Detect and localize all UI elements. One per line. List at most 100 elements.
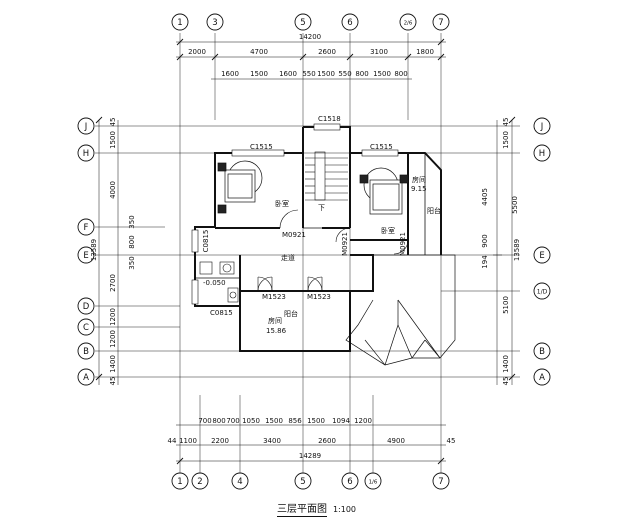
dim-text: 1500	[307, 417, 325, 425]
dim-text: 1500	[502, 131, 510, 149]
room-area-lower: 15.86	[266, 327, 287, 335]
grid-bubble: B	[533, 342, 551, 360]
dim-text: 1094	[332, 417, 350, 425]
room-area-upper: 9.15	[411, 185, 427, 193]
dim-text: 800	[394, 70, 407, 78]
window-tag-c1515-right: C1515	[370, 143, 393, 151]
grid-label: 1/D	[537, 289, 548, 296]
dim-text: 800	[355, 70, 368, 78]
staircase	[305, 151, 348, 201]
dim-text: 2600	[318, 48, 336, 56]
dim-text: 350	[128, 215, 136, 228]
dimension-lines	[98, 41, 513, 462]
grid-bubbles-right: J H E 1/D B A	[533, 117, 551, 386]
grid-bubble: 6	[341, 13, 359, 31]
dim-text: 1050	[242, 417, 260, 425]
dim-text: 2000	[188, 48, 206, 56]
grid-label: H	[83, 149, 89, 159]
dim-text: 1400	[502, 355, 510, 373]
window-tag-c0815-upper: C0815	[202, 230, 210, 253]
dim-text: 700	[226, 417, 239, 425]
grid-label: D	[83, 302, 90, 312]
grid-bubble: 7	[432, 472, 450, 490]
grid-label: F	[84, 223, 89, 233]
room-name-lower: 房间	[268, 316, 282, 325]
drawing-scale: 1:100	[332, 505, 357, 514]
dim-text: 1800	[416, 48, 434, 56]
dim-text: 1100	[179, 437, 197, 445]
dim-text: 800	[212, 417, 225, 425]
dim-text: 4900	[387, 437, 405, 445]
windows	[191, 123, 399, 305]
dim-top-total: 14200	[299, 33, 321, 41]
bed-furniture	[217, 160, 409, 215]
dim-text: 2700	[109, 274, 117, 292]
grid-label: 2	[197, 477, 202, 487]
dim-text: 45	[447, 437, 456, 445]
grid-bubble: 2/6	[399, 13, 417, 31]
dim-text: 45	[109, 377, 117, 386]
grid-bubble: F	[77, 218, 95, 236]
grid-label: C	[83, 323, 89, 333]
dim-text: 1200	[109, 308, 117, 326]
dim-text: 45	[502, 118, 510, 127]
dim-text: 4405	[481, 188, 489, 206]
dim-text: 550	[302, 70, 315, 78]
window-tag-c1518: C1518	[318, 115, 341, 123]
dim-text: 2200	[211, 437, 229, 445]
dim-text: 2600	[318, 437, 336, 445]
dim-text: 1400	[109, 355, 117, 373]
grid-label: 4	[237, 477, 242, 487]
grid-bubbles-bottom: 1 2 4 5 6 1/6 7	[171, 472, 450, 490]
dim-text: 44	[168, 437, 177, 445]
dim-text: 45	[109, 118, 117, 127]
grid-bubble: J	[533, 117, 551, 135]
dim-text: 4000	[109, 181, 117, 199]
dim-text: 856	[288, 417, 302, 425]
door-tag-m1523-left: M1523	[262, 293, 286, 301]
drawing-caption: 三层平面图 1:100	[0, 500, 633, 517]
grid-label: 1	[177, 477, 182, 487]
grid-bubbles-left: J H F E D C B A	[77, 117, 95, 386]
dim-text: 1200	[354, 417, 372, 425]
grid-label: 7	[438, 18, 443, 28]
room-label-bedroom-left: 卧室	[275, 199, 289, 208]
roof-outline	[345, 254, 456, 366]
grid-label: 6	[347, 477, 352, 487]
axis-lines	[95, 33, 520, 480]
room-label-corridor: 走道	[281, 253, 295, 262]
dimension-ticks	[95, 38, 516, 465]
dim-text: 1600	[221, 70, 239, 78]
thin-walls	[195, 153, 426, 351]
dim-text: 5500	[511, 196, 519, 214]
door-tag-m1523-right: M1523	[307, 293, 331, 301]
dim-text: 1200	[109, 330, 117, 348]
grid-label: E	[539, 251, 544, 261]
room-label-bedroom-right: 卧室	[381, 226, 395, 235]
dim-text: 1500	[373, 70, 391, 78]
grid-bubble: 1/6	[364, 472, 382, 490]
grid-label: A	[83, 373, 89, 383]
door-tag-m0921: M0921	[341, 232, 349, 256]
dim-right-total: 13589	[513, 239, 521, 261]
dim-text: 5100	[502, 296, 510, 314]
grid-bubble: 1	[171, 13, 189, 31]
dim-text: 550	[338, 70, 351, 78]
dim-text: 800	[128, 235, 136, 248]
grid-label: B	[539, 347, 545, 357]
grid-bubble: 1	[171, 472, 189, 490]
room-label-balcony-lower: 阳台	[284, 309, 298, 318]
grid-label: B	[83, 347, 89, 357]
grid-label: 1	[177, 18, 182, 28]
dim-text: 3400	[263, 437, 281, 445]
grid-bubble: 6	[341, 472, 359, 490]
grid-label: H	[539, 149, 545, 159]
grid-label: 6	[347, 18, 352, 28]
window-tag-c1515-left: C1515	[250, 143, 273, 151]
grid-bubble: D	[77, 297, 95, 315]
door-tag-m0921: M0921	[282, 231, 306, 239]
grid-bubble: 4	[231, 472, 249, 490]
drawing-title: 三层平面图	[276, 504, 327, 517]
dim-text: 350	[128, 256, 136, 269]
